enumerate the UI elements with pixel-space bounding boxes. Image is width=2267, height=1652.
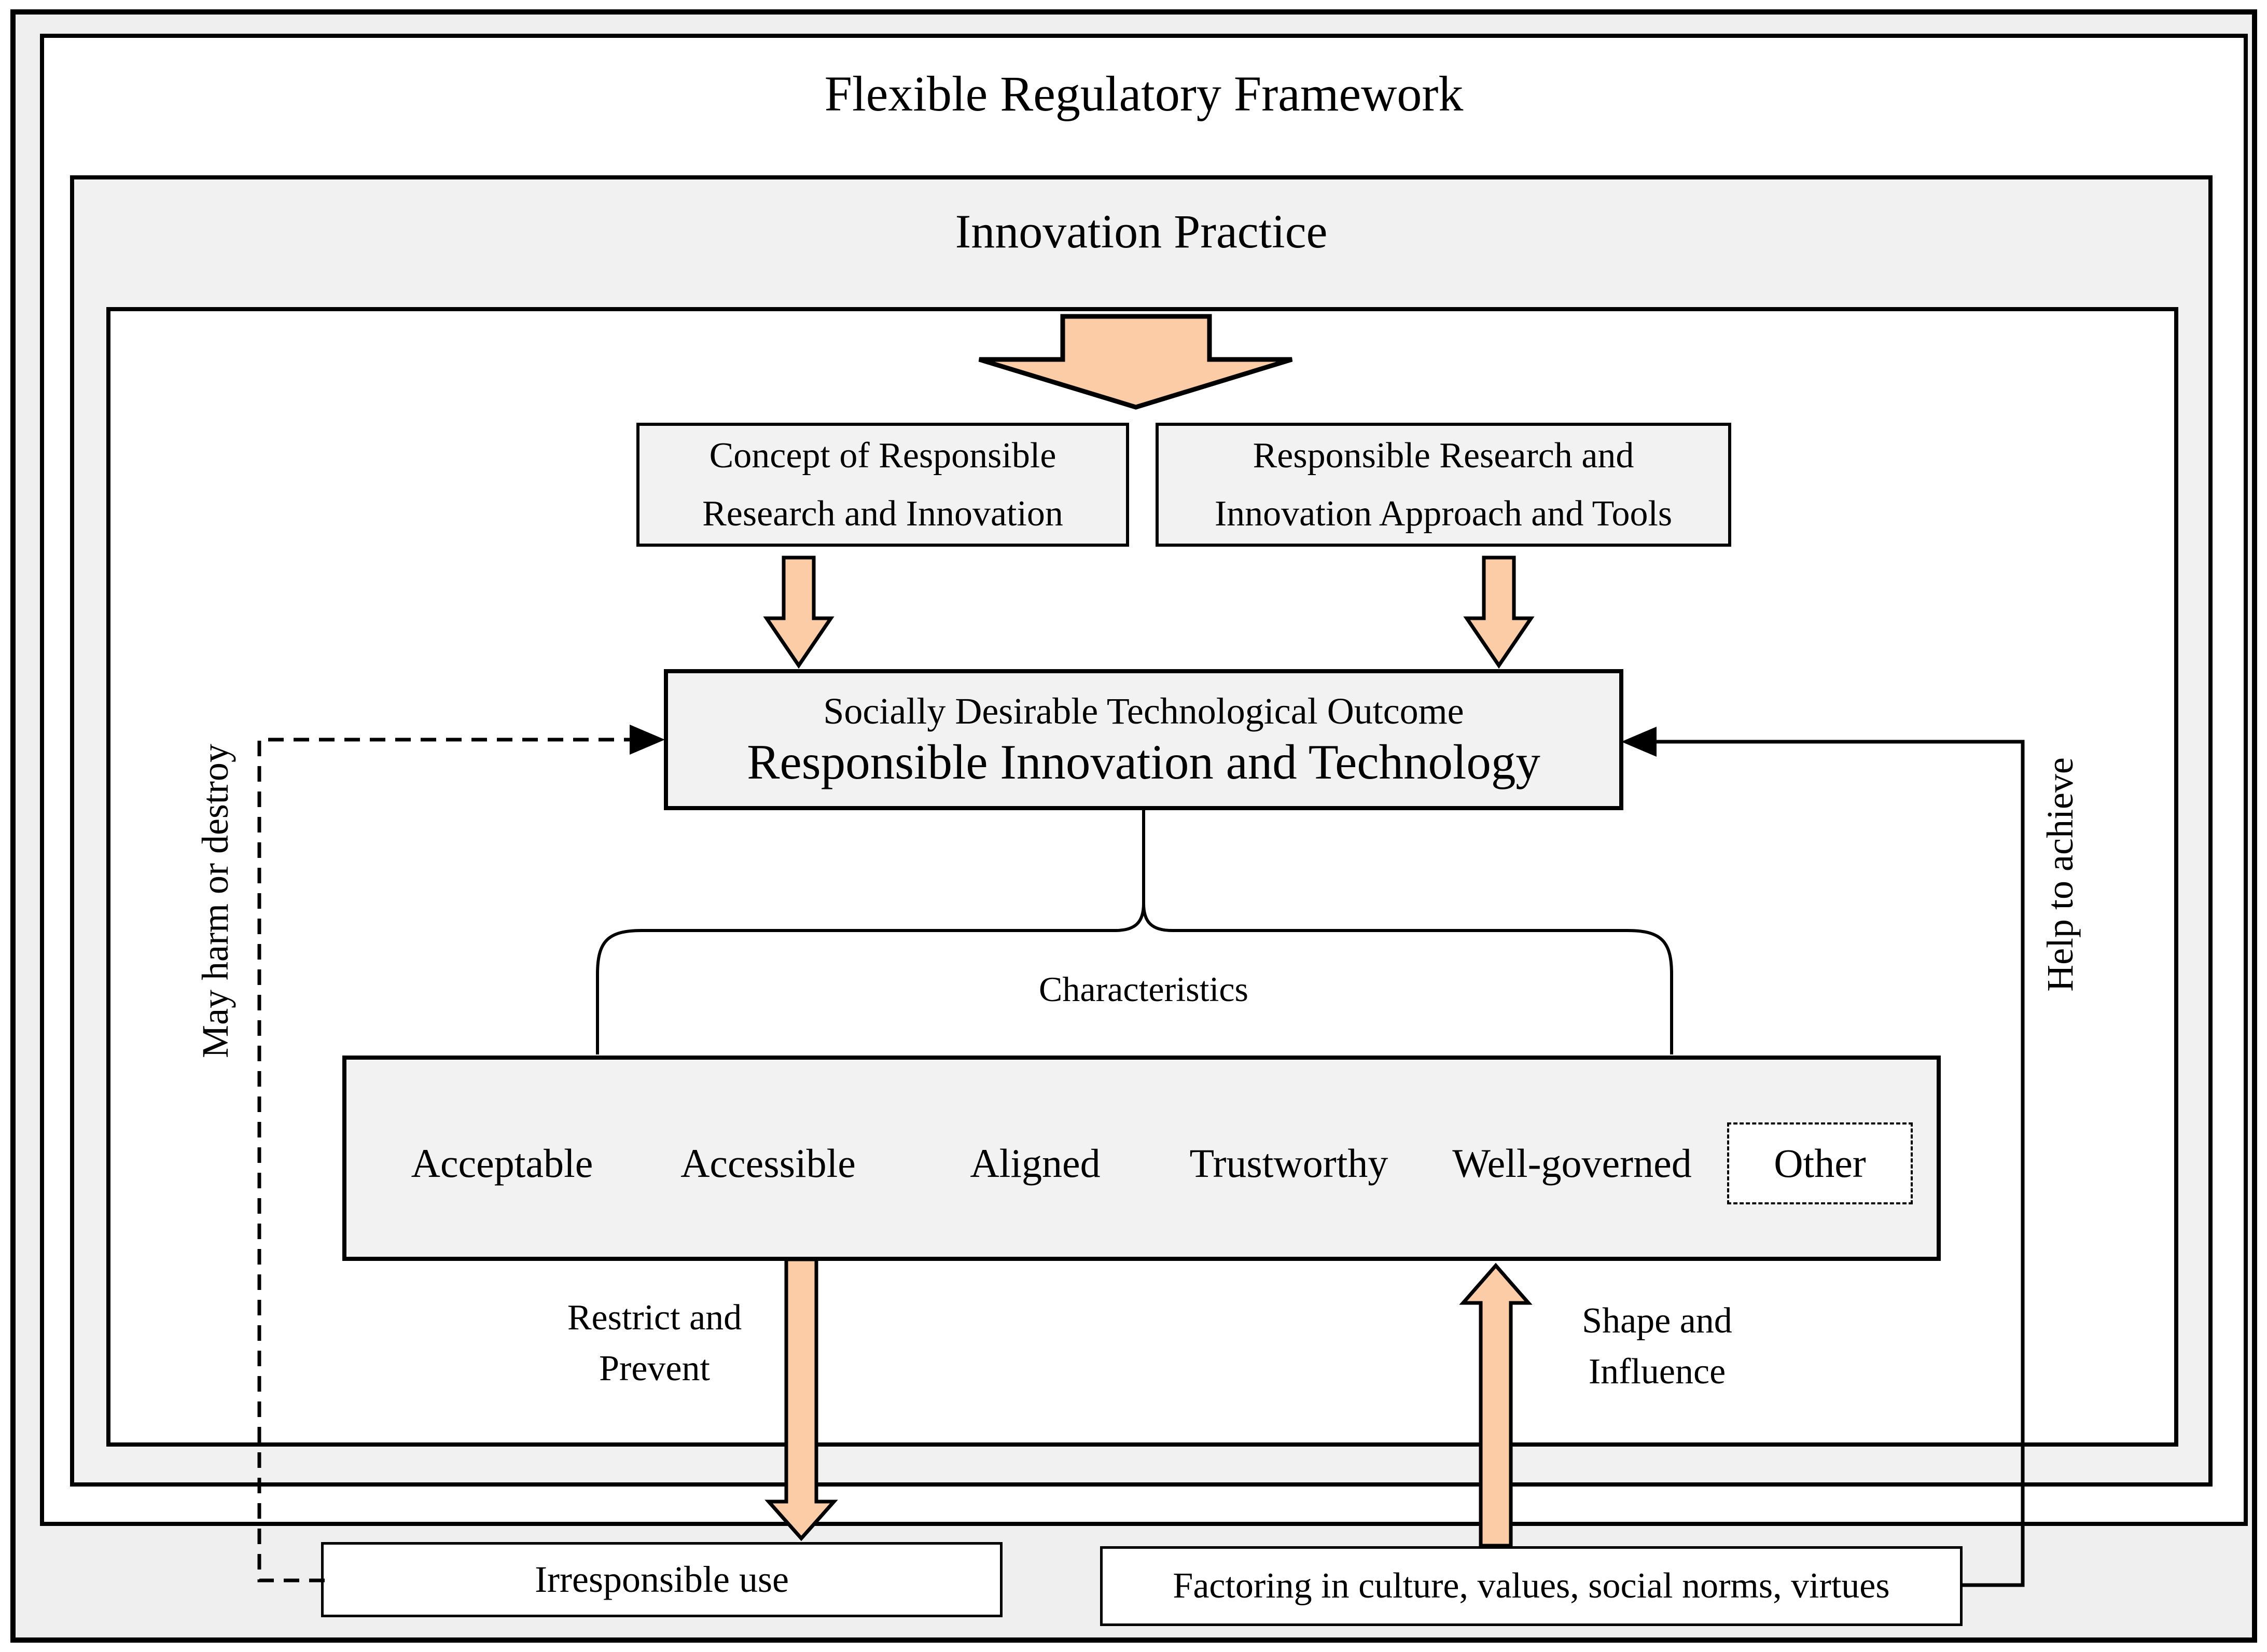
rri-approach-tools-box: Responsible Research and Innovation Appr… [1156,423,1731,547]
characteristic-other-label: Other [1774,1141,1866,1186]
concept-of-rri-box: Concept of Responsible Research and Inno… [636,423,1129,547]
innovation-practice-title: Innovation Practice [955,205,1328,258]
irresponsible-use-box: Irresponsible use [321,1542,1003,1617]
responsible-innovation-technology-label: Responsible Innovation and Technology [747,734,1540,789]
characteristics-label: Characteristics [1038,969,1249,1009]
rri-approach-tools-line1: Responsible Research and [1253,435,1634,476]
characteristic-well-governed: Well-governed [1452,1141,1692,1186]
shape-and-influence-label: Shape and Influence [1527,1296,1787,1397]
rri-approach-tools-line2: Innovation Approach and Tools [1214,493,1673,534]
restrict-line2: Prevent [599,1349,710,1389]
responsible-innovation-technology-box: Socially Desirable Technological Outcome… [664,669,1623,810]
factoring-culture-label: Factoring in culture, values, social nor… [1173,1566,1890,1606]
characteristic-acceptable: Acceptable [411,1141,593,1186]
characteristic-trustworthy: Trustworthy [1189,1141,1388,1186]
characteristic-accessible: Accessible [680,1141,856,1186]
factoring-culture-box: Factoring in culture, values, social nor… [1100,1546,1963,1626]
may-harm-or-destroy-label: May harm or destroy [194,744,236,1058]
socially-desirable-outcome-label: Socially Desirable Technological Outcome [823,690,1464,732]
help-to-achieve-label: Help to achieve [2039,757,2081,992]
restrict-line1: Restrict and [567,1298,742,1338]
restrict-and-prevent-label: Restrict and Prevent [525,1293,784,1394]
shape-line2: Influence [1588,1352,1726,1392]
characteristic-aligned: Aligned [970,1141,1101,1186]
irresponsible-use-label: Irresponsible use [535,1559,789,1600]
shape-line1: Shape and [1582,1301,1732,1341]
concept-of-rri-line2: Research and Innovation [702,493,1063,534]
concept-of-rri-line1: Concept of Responsible [709,435,1056,476]
flexible-regulatory-framework-title: Flexible Regulatory Framework [824,66,1464,121]
characteristic-other-dashed-box: Other [1727,1122,1913,1204]
innovation-practice-inner-panel [106,307,2178,1447]
